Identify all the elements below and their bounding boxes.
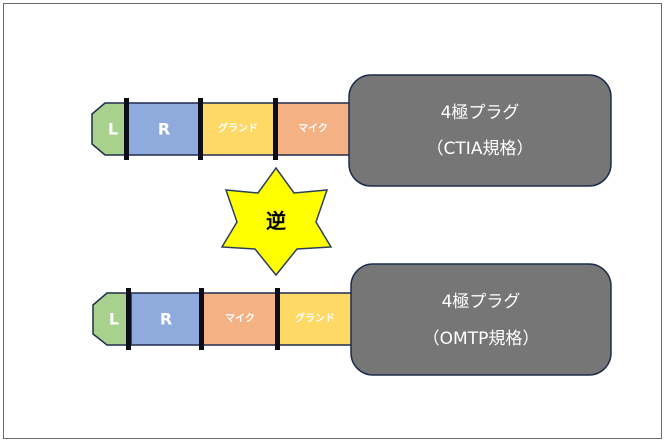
ctia-plug-title: 4極プラグ — [441, 103, 520, 123]
omtp-plug-title: 4極プラグ — [442, 292, 521, 312]
ctia-ground-label: グランド — [218, 122, 258, 135]
omtp-standard-label: （OMTP規格） — [423, 329, 540, 349]
reverse-label: 逆 — [266, 209, 286, 233]
omtp-divider — [199, 288, 204, 350]
star-icon — [220, 166, 333, 277]
plug-ctia: L R グランド マイク 4極プラグ （CTIA規格） — [91, 74, 612, 187]
ctia-tip-label: L — [108, 120, 118, 139]
ctia-plug-body — [348, 74, 612, 187]
ctia-ground-segment — [200, 102, 277, 156]
ctia-mic-label: マイク — [298, 123, 328, 135]
ctia-divider — [124, 98, 129, 160]
reverse-star: 逆 — [220, 166, 333, 277]
omtp-tip-label: L — [109, 310, 119, 329]
ctia-divider — [198, 98, 203, 160]
omtp-plug-body — [350, 263, 612, 376]
omtp-r-label: R — [160, 310, 172, 329]
plug-omtp: L R マイク グランド 4極プラグ （OMTP規格） — [92, 263, 612, 376]
ctia-standard-label: （CTIA規格） — [427, 139, 534, 159]
omtp-divider — [126, 288, 131, 350]
ctia-r-label: R — [158, 120, 170, 139]
omtp-mic-label: マイク — [225, 313, 255, 325]
omtp-mic-segment — [201, 292, 279, 346]
omtp-ground-segment — [277, 292, 354, 346]
omtp-divider — [275, 288, 280, 350]
ctia-divider — [273, 98, 278, 160]
omtp-ground-label: グランド — [295, 312, 335, 325]
ctia-mic-segment — [275, 102, 353, 156]
